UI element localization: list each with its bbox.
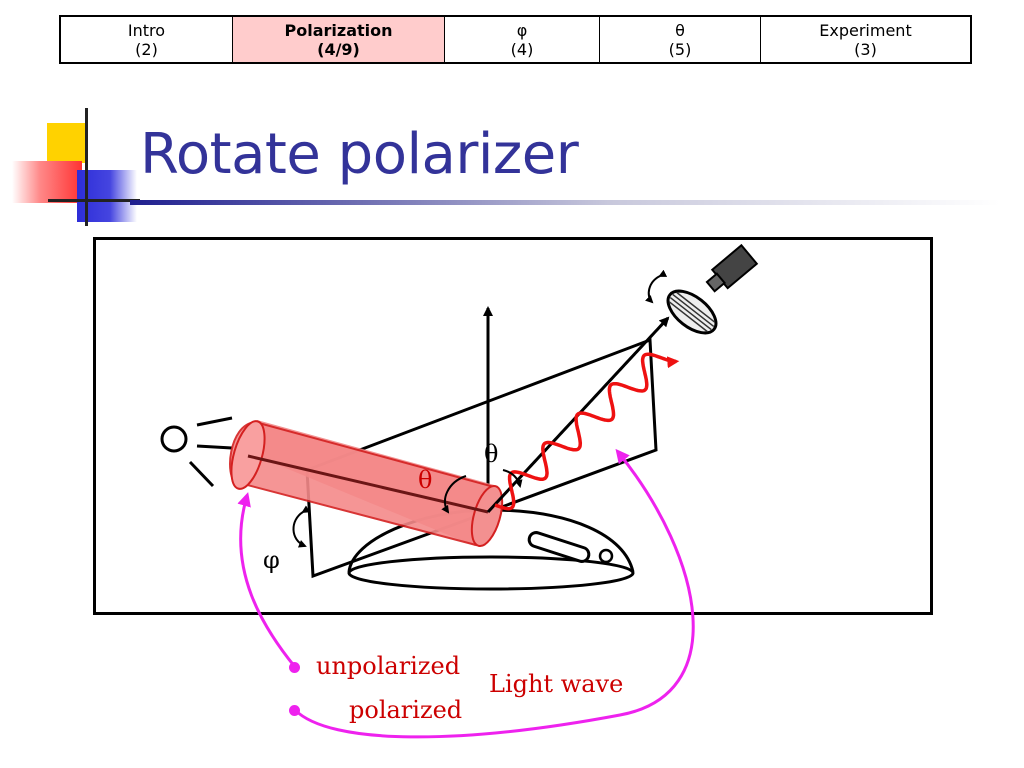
deco-red-block <box>12 161 82 203</box>
tab-intro-count: (2) <box>135 39 158 59</box>
section-nav: Intro (2) Polarization (4/9) φ (4) θ (5)… <box>59 15 972 64</box>
polarized-bullet <box>289 705 300 716</box>
tab-experiment[interactable]: Experiment (3) <box>761 17 970 62</box>
theta-label-outer: θ <box>484 440 498 468</box>
tab-theta-count: (5) <box>668 39 692 59</box>
tab-theta-label: θ <box>675 20 685 40</box>
phi-label: φ <box>263 546 280 574</box>
tab-phi[interactable]: φ (4) <box>445 17 600 62</box>
theta-arc-outer <box>502 469 523 488</box>
slide-title: Rotate polarizer <box>140 122 579 187</box>
tab-experiment-count: (3) <box>854 39 877 59</box>
theta-label-inner: θ <box>418 466 432 494</box>
deco-yellow-block <box>47 123 85 163</box>
polarizer-disk <box>666 289 718 335</box>
incident-beam-tube <box>229 420 504 548</box>
title-decoration <box>0 100 140 230</box>
tab-phi-count: (4) <box>510 39 534 59</box>
tab-intro[interactable]: Intro (2) <box>61 17 233 62</box>
deco-vertical-line <box>85 108 88 226</box>
tab-theta[interactable]: θ (5) <box>600 17 761 62</box>
unpolarized-bullet <box>289 662 300 673</box>
scattering-plane <box>305 337 658 579</box>
polarizer-rotation-arrow <box>644 269 668 304</box>
tab-polarization-count: (4/9) <box>317 39 360 59</box>
tab-intro-label: Intro <box>127 20 166 40</box>
legend-polarized: polarized <box>349 696 463 724</box>
unpolarized-pointer-arrow <box>237 492 297 668</box>
deco-horizontal-line <box>48 199 140 202</box>
tab-polarization[interactable]: Polarization (4/9) <box>233 17 445 62</box>
polarized-wave <box>494 352 680 511</box>
legend-unpolarized: unpolarized <box>316 652 461 680</box>
title-underline <box>130 200 1000 205</box>
phi-rotation-arrow <box>292 505 311 548</box>
tab-polarization-label: Polarization <box>284 20 393 40</box>
tab-phi-label: φ <box>516 20 528 40</box>
observer-eye-icon <box>160 416 233 488</box>
camera-icon <box>705 243 759 293</box>
legend-light-wave: Light wave <box>489 670 624 698</box>
tab-experiment-label: Experiment <box>819 20 912 40</box>
polarized-pointer-arrow <box>293 448 695 739</box>
theta-arc-inner <box>441 475 467 514</box>
